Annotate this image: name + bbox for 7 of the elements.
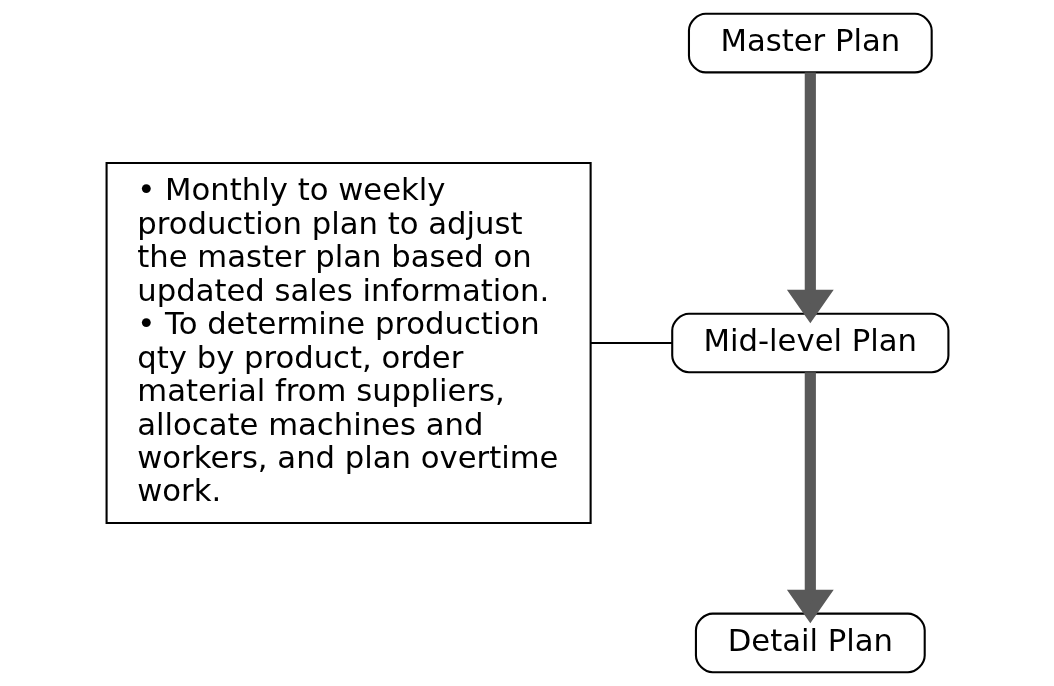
node-box: Master Plan	[687, 12, 933, 74]
connector	[590, 341, 672, 345]
node-box: • Monthly to weekly production plan to adjust the master plan based on updated sales information. • To determine production qty by product, order material from suppliers, allocate machines and workers, and plan overtime work.	[105, 162, 592, 524]
node-box: Detail Plan	[694, 612, 926, 674]
node-box: Mid-level Plan	[670, 312, 949, 374]
arrow	[786, 372, 834, 624]
arrow	[786, 72, 834, 324]
